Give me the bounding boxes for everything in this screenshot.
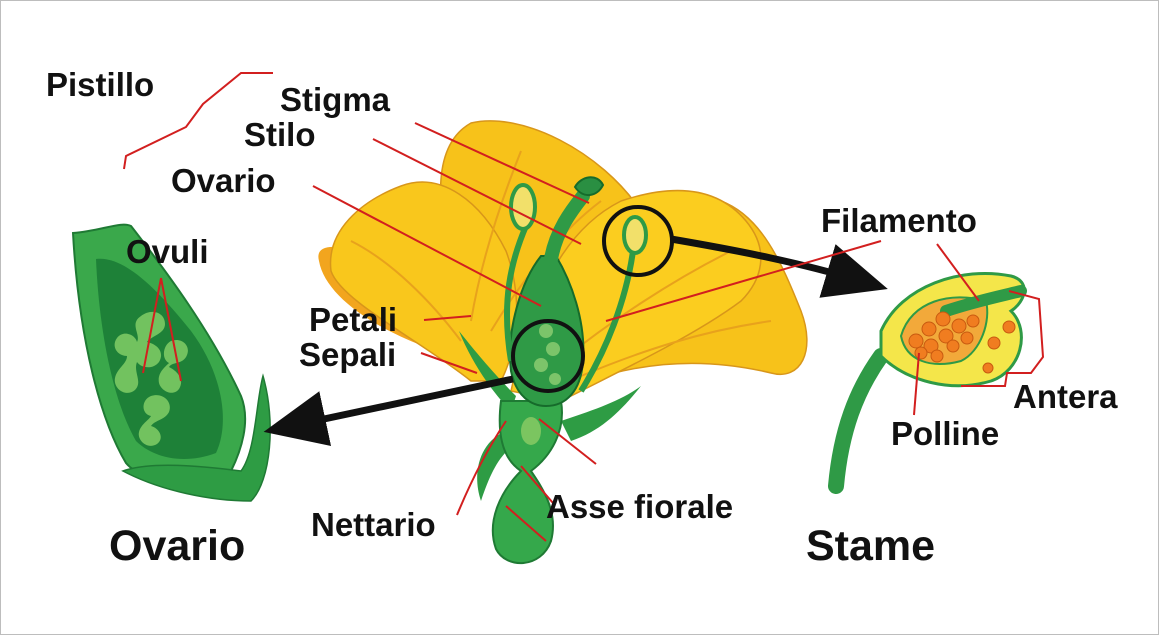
stamen-detail <box>836 273 1024 486</box>
label-polline: Polline <box>891 415 999 452</box>
nectary <box>521 417 541 445</box>
label-stilo: Stilo <box>244 116 316 153</box>
label-stigma: Stigma <box>280 81 391 118</box>
stamen-left-anther <box>511 185 535 229</box>
title-ovario: Ovario <box>109 522 245 570</box>
label-sepali: Sepali <box>299 336 396 373</box>
label-petali: Petali <box>309 301 397 338</box>
label-filamento: Filamento <box>821 202 977 239</box>
label-antera: Antera <box>1013 378 1118 415</box>
title-stame: Stame <box>806 522 935 570</box>
stamen-detail-filament-stalk <box>836 356 881 486</box>
label-pistillo: Pistillo <box>46 66 154 103</box>
arrow-to-ovary <box>291 379 513 426</box>
label-nettario: Nettario <box>311 506 436 543</box>
label-ovuli: Ovuli <box>126 233 209 270</box>
stamen-right-anther <box>624 217 646 253</box>
label-asse-fiorale: Asse fiorale <box>546 488 733 525</box>
label-ovario-top: Ovario <box>171 162 276 199</box>
